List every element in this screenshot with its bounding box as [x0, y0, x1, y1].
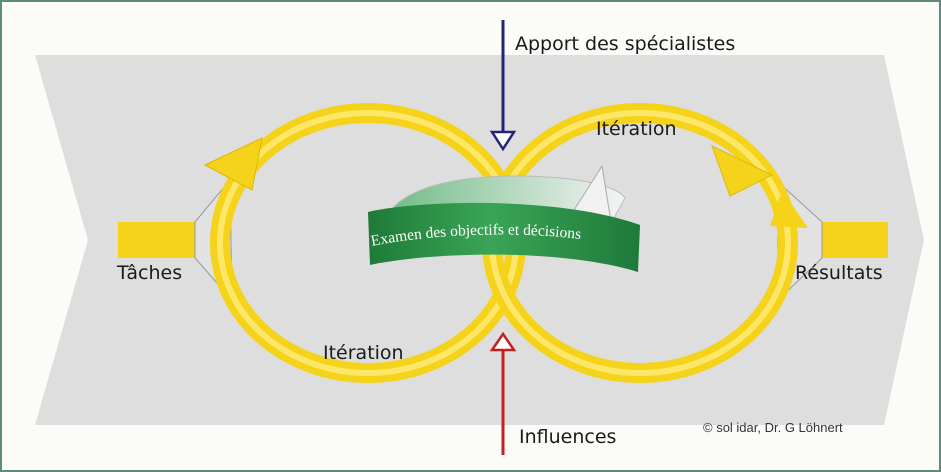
copyright-credit: © sol idar, Dr. G Löhnert: [703, 420, 843, 435]
tasks-label: Tâches: [117, 262, 183, 284]
specialists-input-label: Apport des spécialistes: [515, 33, 736, 55]
influences-arrowhead: [489, 331, 517, 352]
iteration-top-label: Itération: [596, 118, 677, 140]
results-output-bar: [818, 222, 888, 258]
iteration-bottom-label: Itération: [323, 342, 404, 364]
tasks-input-bar: [118, 222, 200, 258]
left-loop-arrowhead: [203, 137, 263, 191]
results-label: Résultats: [795, 262, 883, 284]
right-lower-arrowhead: [770, 190, 808, 228]
specialists-arrowhead: [489, 130, 517, 152]
influences-label: Influences: [519, 426, 617, 448]
decision-review-band: [368, 202, 640, 272]
right-loop-arrowhead: [711, 145, 774, 197]
